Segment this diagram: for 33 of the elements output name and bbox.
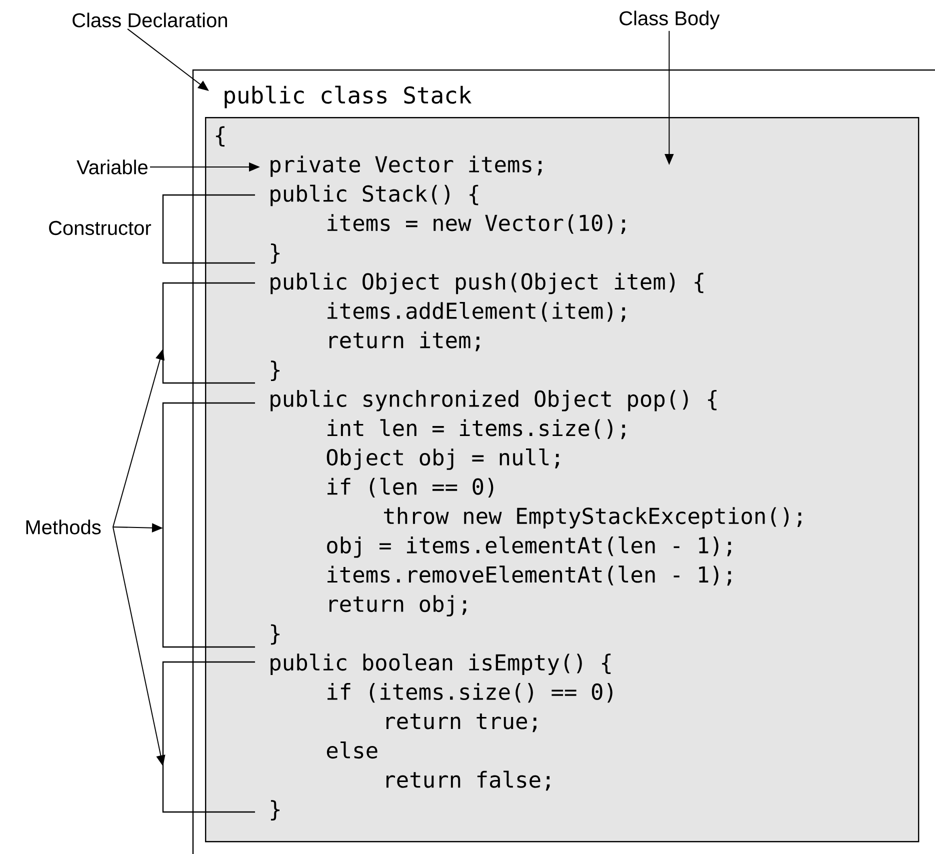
code-line: Object obj = null; — [326, 448, 559, 470]
code-line: items.addElement(item); — [328, 302, 626, 322]
code-line: public Stack() { — [270, 184, 478, 206]
code-line: public synchronized Object pop() { — [270, 390, 717, 412]
code-line: public Object push(Object item) { — [270, 272, 704, 294]
code-line: if (items.size() == 0) — [328, 682, 612, 703]
code-line: return true; — [386, 714, 536, 732]
callout-label: Methods — [26, 520, 101, 534]
bracket — [162, 194, 255, 264]
bracket — [162, 661, 255, 813]
code-line: items = new Vector(10); — [328, 214, 626, 234]
code-line: } — [270, 800, 280, 820]
callout-label: Constructor — [49, 220, 152, 236]
code-line: return false; — [386, 770, 550, 791]
code-line: if (len == 0) — [328, 478, 494, 498]
callout-label: Class Declaration — [72, 12, 227, 28]
code-line: return obj; — [330, 595, 466, 616]
code-line: int len = items.size(); — [328, 419, 626, 440]
bracket — [162, 402, 255, 648]
code-line: } — [270, 624, 280, 645]
code-line: obj = items.elementAt(len - 1); — [327, 536, 732, 558]
code-line: public boolean isEmpty() { — [270, 654, 611, 675]
code-line: private Vector items; — [270, 156, 542, 177]
code-line: items.removeElementAt(len - 1); — [328, 566, 732, 586]
callout-label: Variable — [76, 160, 148, 174]
callout-label: Class Body — [620, 10, 720, 30]
bracket — [162, 282, 255, 384]
code-line: } — [270, 360, 280, 381]
code-line: } — [270, 243, 280, 264]
code-line: return item; — [330, 331, 480, 352]
code-line: { — [216, 126, 224, 147]
code-line: else — [326, 741, 378, 759]
code-line: throw new EmptyStackException(); — [384, 507, 802, 528]
